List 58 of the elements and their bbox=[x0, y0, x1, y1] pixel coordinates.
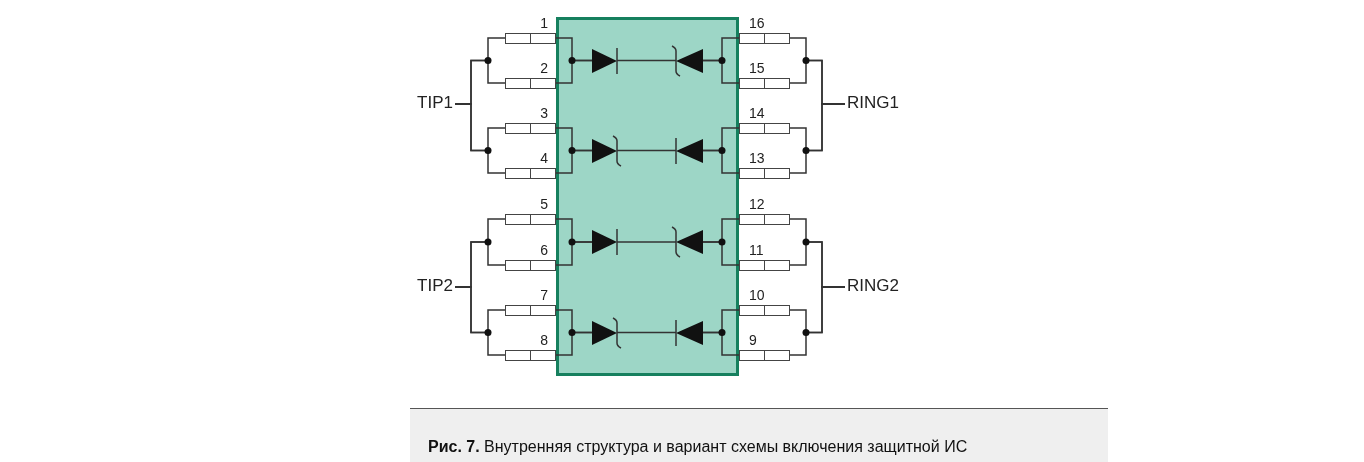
resistor bbox=[505, 32, 556, 44]
terminal-label: TIP2 bbox=[417, 276, 453, 296]
wire bbox=[454, 286, 506, 356]
wire bbox=[789, 286, 846, 356]
pin-number: 6 bbox=[540, 241, 548, 258]
pin-number: 9 bbox=[749, 331, 757, 348]
resistor bbox=[739, 259, 790, 271]
resistor bbox=[505, 122, 556, 134]
resistor bbox=[739, 122, 790, 134]
resistor bbox=[505, 349, 556, 361]
pin-number: 2 bbox=[540, 59, 548, 76]
pin-number: 15 bbox=[749, 59, 765, 76]
pin-number: 4 bbox=[540, 149, 548, 166]
ic-package bbox=[556, 17, 739, 376]
resistor bbox=[505, 213, 556, 225]
terminal-label: TIP1 bbox=[417, 93, 453, 113]
resistor bbox=[505, 259, 556, 271]
pin-number: 14 bbox=[749, 104, 765, 121]
wire bbox=[616, 241, 677, 243]
pin-number: 12 bbox=[749, 195, 765, 212]
pin-number: 1 bbox=[540, 14, 548, 31]
diode-symbol bbox=[591, 134, 624, 167]
figure-caption: Рис. 7. Внутренняя структура и вариант схемы включения защитной ИС bbox=[428, 437, 968, 457]
resistor bbox=[505, 304, 556, 316]
wire bbox=[555, 59, 593, 84]
wire bbox=[454, 103, 506, 174]
terminal-label: RING2 bbox=[847, 276, 899, 296]
wire bbox=[555, 149, 593, 174]
resistor bbox=[739, 349, 790, 361]
resistor bbox=[739, 304, 790, 316]
wire bbox=[702, 59, 740, 84]
resistor bbox=[505, 77, 556, 89]
diode-symbol bbox=[591, 316, 624, 349]
wire bbox=[555, 241, 593, 266]
resistor bbox=[505, 167, 556, 179]
resistor bbox=[739, 32, 790, 44]
wire bbox=[789, 103, 846, 174]
wire bbox=[616, 331, 677, 334]
pin-number: 7 bbox=[540, 286, 548, 303]
wire bbox=[702, 149, 740, 174]
resistor bbox=[739, 167, 790, 179]
pin-number: 3 bbox=[540, 104, 548, 121]
pin-number: 5 bbox=[540, 195, 548, 212]
diode-symbol bbox=[671, 44, 704, 77]
pin-number: 13 bbox=[749, 149, 765, 166]
wire bbox=[555, 331, 593, 356]
resistor bbox=[739, 77, 790, 89]
wire bbox=[616, 59, 677, 62]
wire bbox=[702, 241, 740, 266]
pin-number: 16 bbox=[749, 14, 765, 31]
terminal-label: RING1 bbox=[847, 93, 899, 113]
pin-number: 8 bbox=[540, 331, 548, 348]
pin-number: 11 bbox=[749, 241, 764, 258]
resistor bbox=[739, 213, 790, 225]
wire bbox=[616, 149, 677, 152]
diode-symbol bbox=[671, 226, 704, 258]
wire bbox=[702, 331, 740, 356]
pin-number: 10 bbox=[749, 286, 765, 303]
